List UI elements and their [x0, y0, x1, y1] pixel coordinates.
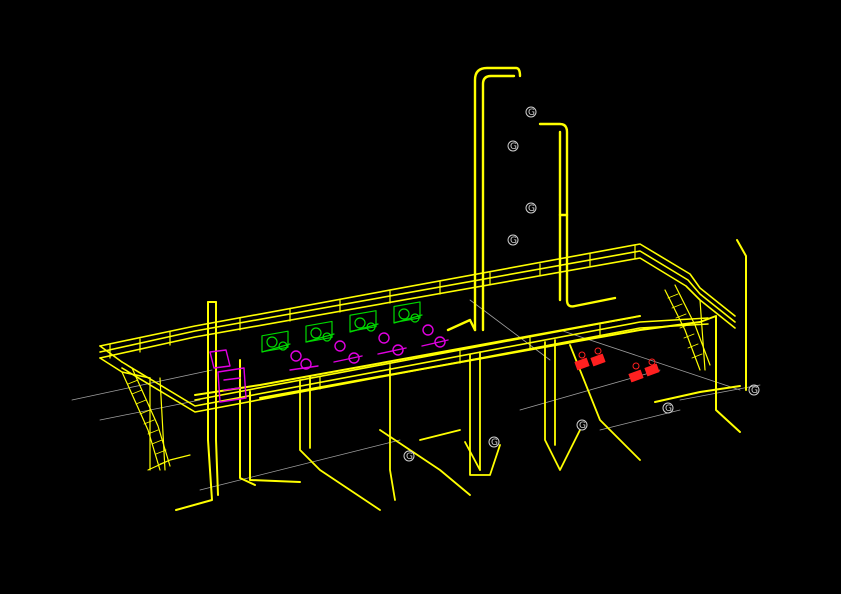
stair-left — [121, 367, 191, 471]
pump-group — [261, 301, 423, 353]
red-unit-3 — [628, 362, 644, 383]
pump-1 — [261, 330, 291, 353]
valve-set-3 — [333, 340, 363, 364]
valve-set-4 — [377, 332, 407, 356]
stair-right — [664, 284, 711, 371]
tag-text: G — [579, 421, 586, 431]
tag-text: G — [510, 142, 517, 152]
tag-bubble: G — [748, 384, 760, 396]
pump-3 — [349, 310, 379, 333]
pump-4 — [393, 301, 423, 324]
tag-bubble: G — [507, 140, 519, 152]
tag-bubble: G — [507, 234, 519, 246]
valve-set-2 — [289, 350, 319, 371]
tag-bubble: G — [403, 450, 415, 462]
tag-text: G — [751, 386, 758, 396]
tag-bubbles: G G G G G G G G G G — [403, 106, 760, 462]
tag-bubble: G — [525, 106, 537, 118]
red-unit-1 — [574, 351, 590, 371]
tag-bubble: G — [662, 402, 674, 414]
tag-text: G — [510, 236, 517, 246]
red-unit-4 — [644, 358, 660, 377]
tag-bubble: G — [576, 419, 588, 431]
tag-text: G — [577, 420, 584, 430]
valve-set-1 — [209, 349, 247, 403]
valve-set-5 — [421, 324, 449, 348]
tag-text: G — [528, 204, 535, 214]
header-pipes — [175, 239, 747, 511]
tag-text: G — [491, 438, 498, 448]
tag-bubble: G — [488, 436, 500, 448]
pump-2 — [305, 320, 335, 343]
tag-text: G — [665, 404, 672, 414]
drop-legs — [299, 339, 641, 511]
platform-rails — [99, 243, 736, 413]
tag-text: G — [528, 108, 535, 118]
red-units — [574, 347, 660, 383]
tag-text: G — [406, 452, 413, 462]
red-unit-2 — [590, 347, 606, 367]
vertical-stack — [446, 66, 617, 332]
valve-group — [209, 324, 449, 403]
tag-bubble: G — [525, 202, 537, 214]
